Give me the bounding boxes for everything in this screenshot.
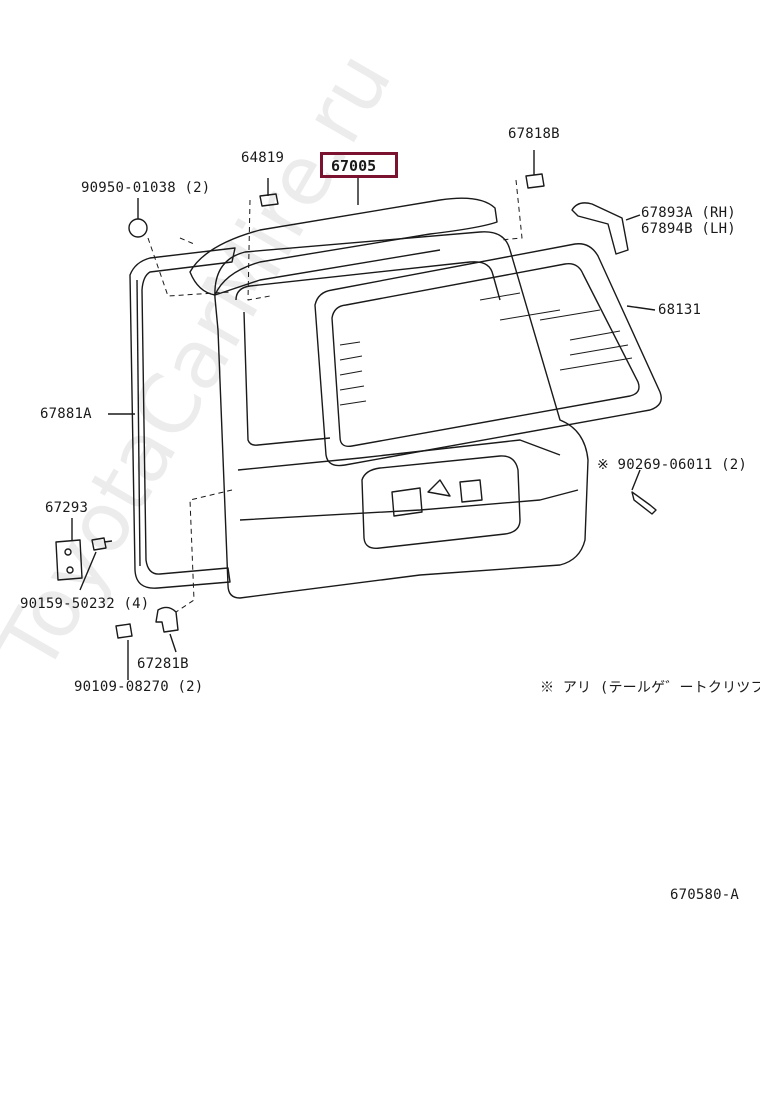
garnish-67893a xyxy=(571,202,629,255)
bolt-90159 xyxy=(91,537,113,551)
highlighted-part-67005[interactable]: 67005 xyxy=(320,152,398,178)
bolt-90109 xyxy=(115,623,133,639)
hinge-67293 xyxy=(55,539,83,581)
footnote-clip: ※ アリ (テールゲ゛ートクリツフ゜) xyxy=(540,680,760,696)
clip-90269 xyxy=(631,491,657,515)
back-glass-inner xyxy=(331,263,640,447)
weatherstrip-outline xyxy=(129,247,236,589)
part-label-90950[interactable]: 90950-01038 (2) xyxy=(81,180,211,196)
weatherstrip-inner xyxy=(136,279,141,567)
part-label-67894b[interactable]: 67894B (LH) xyxy=(641,221,736,237)
plug-90950 xyxy=(128,218,148,238)
part-label-67005: 67005 xyxy=(331,157,377,175)
striker-67281b xyxy=(155,606,179,633)
diagram-code: 670580-A xyxy=(670,887,740,903)
stopper-64819 xyxy=(259,193,279,207)
part-label-90269[interactable]: ※ 90269-06011 (2) xyxy=(597,457,747,473)
tailgate-lower-panel xyxy=(237,439,561,471)
door-window-frame xyxy=(235,261,501,301)
back-glass-68131 xyxy=(314,243,662,467)
part-label-68131[interactable]: 68131 xyxy=(658,302,702,318)
tailgate-body xyxy=(214,231,589,599)
part-label-67881a[interactable]: 67881A xyxy=(40,406,92,422)
part-label-67893a[interactable]: 67893A (RH) xyxy=(641,205,736,221)
part-label-64819[interactable]: 64819 xyxy=(241,150,285,166)
part-label-90159[interactable]: 90159-50232 (4) xyxy=(20,596,150,612)
glass-defogger-lines xyxy=(339,292,633,406)
door-window-opening xyxy=(243,311,331,446)
tailgate-crease xyxy=(239,489,579,521)
part-label-67293[interactable]: 67293 xyxy=(45,500,89,516)
spoiler-67005 xyxy=(189,197,498,296)
part-label-67281b[interactable]: 67281B xyxy=(137,656,189,672)
cushion-67818b xyxy=(525,173,545,189)
part-label-67818b[interactable]: 67818B xyxy=(508,126,560,142)
part-label-90109[interactable]: 90109-08270 (2) xyxy=(74,679,204,695)
license-plate-recess xyxy=(361,455,521,549)
